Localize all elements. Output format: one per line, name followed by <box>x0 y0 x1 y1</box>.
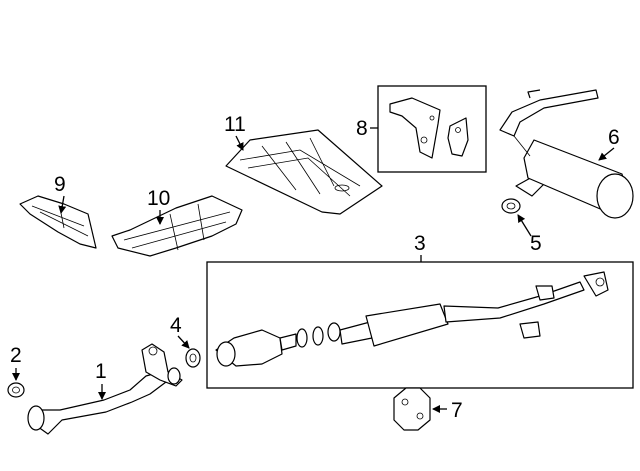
part-2-gasket[interactable] <box>7 382 25 398</box>
callout-5: 5 <box>530 232 542 255</box>
part-8-brackets[interactable] <box>389 97 469 159</box>
part-6-muffler[interactable] <box>499 89 634 219</box>
callout-11: 11 <box>224 113 246 136</box>
leader-6 <box>598 147 615 161</box>
callout-10: 10 <box>147 187 170 210</box>
part-8-box <box>377 85 487 173</box>
callout-4: 4 <box>170 314 182 337</box>
part-1-front-pipe[interactable] <box>27 343 183 435</box>
callout-2: 2 <box>10 344 22 367</box>
callout-9: 9 <box>54 173 66 196</box>
part-7-hanger[interactable] <box>393 387 431 431</box>
leader-4 <box>177 335 190 349</box>
part-10-heat-shield[interactable] <box>111 195 243 257</box>
part-5-gasket[interactable] <box>501 198 521 214</box>
leader-5 <box>517 214 532 237</box>
leader-9 <box>58 195 67 214</box>
callout-3: 3 <box>414 232 426 255</box>
callout-7: 7 <box>451 399 463 422</box>
part-4-gasket[interactable] <box>185 348 201 368</box>
part-11-heat-shield[interactable] <box>225 129 383 215</box>
callout-8: 8 <box>356 117 368 140</box>
part-9-heat-shield[interactable] <box>19 195 97 249</box>
callout-1: 1 <box>95 360 107 383</box>
part-3-intermediate-pipe[interactable] <box>215 271 609 367</box>
leader-11 <box>235 135 244 151</box>
callout-6: 6 <box>608 126 620 149</box>
